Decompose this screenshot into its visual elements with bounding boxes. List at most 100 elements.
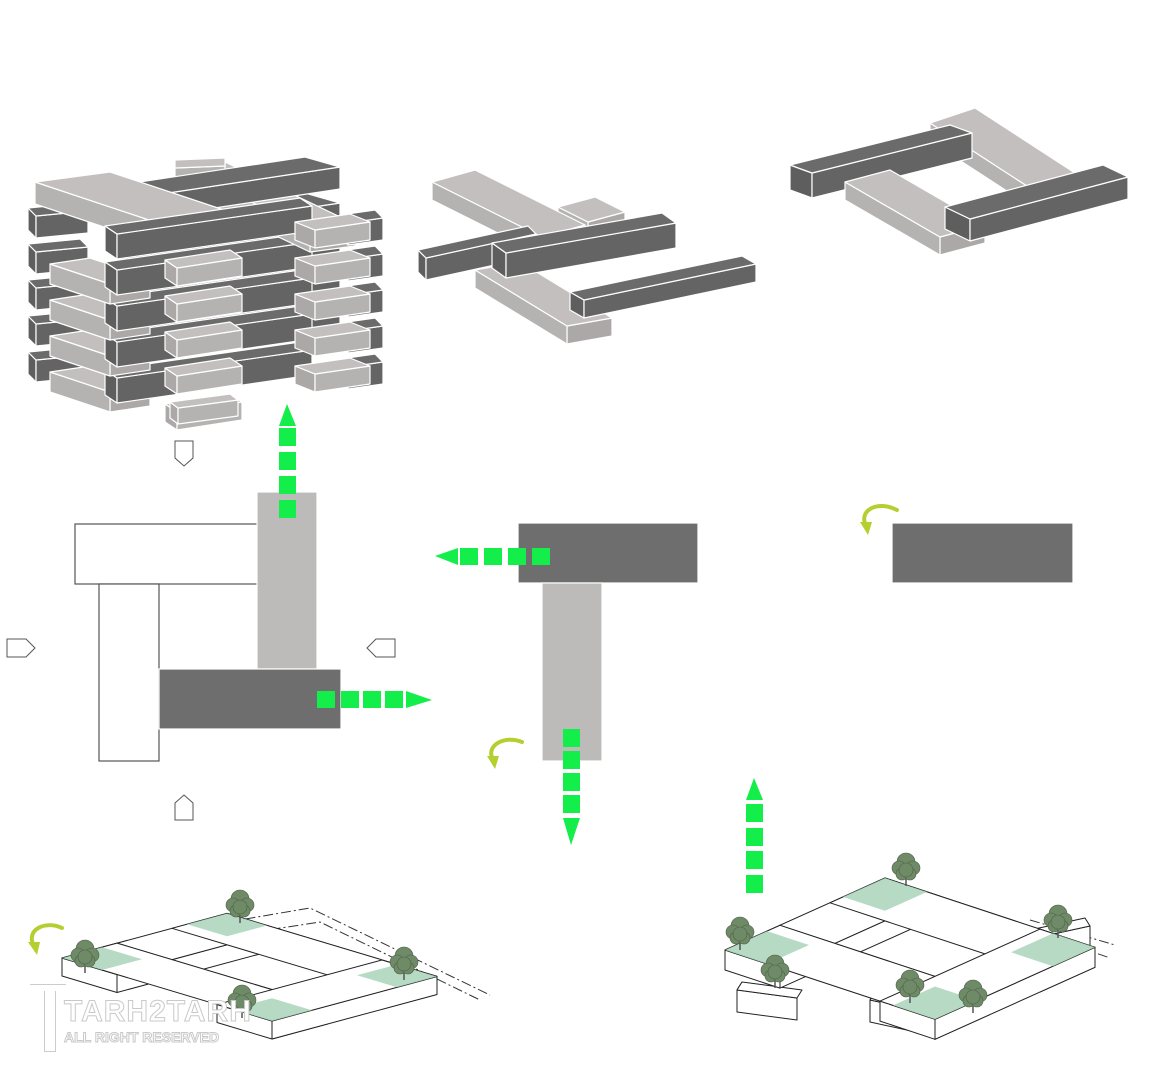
arrow-segment (563, 729, 580, 747)
section-marker-shape (366, 638, 396, 658)
tree-icon (895, 969, 925, 1003)
arrow-head-icon (279, 404, 296, 426)
block-top-face (294, 249, 371, 267)
green-arrow-down (563, 729, 580, 845)
rotation-arrow-left (28, 923, 64, 955)
green-arrow-up-left (279, 404, 296, 518)
tree-icon (1043, 904, 1073, 938)
tree-foliage (732, 926, 748, 942)
massing-block (944, 164, 1129, 242)
arrow-segment (317, 691, 335, 708)
block-top-face (164, 285, 243, 305)
section-marker-top (174, 440, 194, 467)
arrow-segment (279, 500, 296, 518)
massing-block (294, 357, 371, 393)
arrows-group (28, 404, 899, 955)
arrow-segment (563, 773, 580, 791)
watermark-rights: ALL RIGHT RESERVED (63, 1029, 220, 1046)
arrow-segment (746, 828, 763, 846)
plan-bar-white-left (98, 583, 160, 762)
watermark-brand: TARH2TARH (64, 995, 252, 1029)
arrow-segment (563, 751, 580, 769)
green-arrow-up-right (746, 778, 763, 893)
massing-block (164, 357, 243, 395)
massing-block (491, 212, 677, 279)
roof-garden-patch (187, 913, 267, 937)
arrow-segment (385, 691, 403, 708)
block-top-face (944, 164, 1129, 220)
section-marker-left (6, 638, 36, 658)
tree-foliage (902, 979, 918, 995)
block-top-face (164, 321, 243, 341)
arrow-segment (341, 691, 359, 708)
tree-icon (225, 889, 255, 923)
tree-foliage (898, 862, 914, 878)
lower-block (736, 981, 803, 1021)
tree-icon (958, 979, 988, 1013)
massing-block (27, 238, 89, 275)
block-top-face (169, 393, 239, 409)
arrow-segment (563, 795, 580, 813)
massing-block (294, 249, 371, 285)
block-top-face (294, 357, 371, 375)
block-top-face (789, 124, 973, 174)
tree-icon (389, 946, 419, 980)
rotation-arrow-right (860, 504, 899, 535)
arrow-segment (484, 548, 502, 565)
tree-foliage (77, 949, 93, 965)
massing-block (164, 321, 243, 359)
axonometric-group (61, 852, 1116, 1040)
block-top-face (294, 321, 371, 339)
tree-foliage (1050, 914, 1066, 930)
block-top-face (27, 238, 89, 253)
roof-garden-patch (843, 878, 927, 911)
roof-garden-patch (725, 931, 809, 964)
plan-bar-gray (256, 491, 318, 670)
plan-group (6, 440, 1074, 821)
arrow-segment (279, 428, 296, 446)
plan-t-bar-dark (517, 522, 699, 584)
arrow-segment (460, 548, 478, 565)
stack-level-1 (27, 156, 384, 287)
tree-foliage (234, 994, 250, 1010)
arrow-segment (508, 548, 526, 565)
axonometric-ring-left (61, 912, 438, 1040)
two-level-massing (417, 169, 757, 345)
block-top-face (569, 255, 757, 301)
arrow-segment (279, 476, 296, 494)
tree-foliage (767, 964, 783, 980)
section-marker-bottom (174, 794, 194, 821)
arrow-head-icon (563, 818, 580, 845)
logo-t-icon (30, 985, 66, 1057)
massing-block (294, 285, 371, 321)
massing-block (169, 393, 239, 425)
tree-icon (760, 954, 790, 988)
arrow-segment (746, 851, 763, 869)
tree-foliage (232, 899, 248, 915)
rotation-arrow-head-icon (28, 942, 40, 955)
block-top-face (417, 225, 537, 259)
section-marker-shape (174, 794, 194, 821)
massing-block (164, 285, 243, 323)
arrow-segment (746, 804, 763, 822)
block-top-face (164, 249, 243, 269)
arrow-segment (532, 548, 550, 565)
rotation-arrow-middle (487, 737, 524, 769)
tree-foliage (965, 989, 981, 1005)
massing-block (104, 197, 313, 260)
roof-garden-patch (893, 986, 977, 1020)
axonometric-ring-right (724, 877, 1096, 1040)
tree-foliage (396, 956, 412, 972)
massing-block (164, 249, 243, 287)
section-marker-right (366, 638, 396, 658)
isometric-massing-group (27, 107, 1129, 431)
rotation-arrow-head-icon (487, 756, 499, 769)
massing-block (294, 213, 371, 249)
massing-block (569, 255, 757, 319)
block-top-face (164, 357, 243, 377)
arrow-segment (746, 875, 763, 893)
tree-icon (227, 984, 257, 1018)
block-top-face (294, 285, 371, 303)
arrow-head-icon (406, 691, 432, 708)
